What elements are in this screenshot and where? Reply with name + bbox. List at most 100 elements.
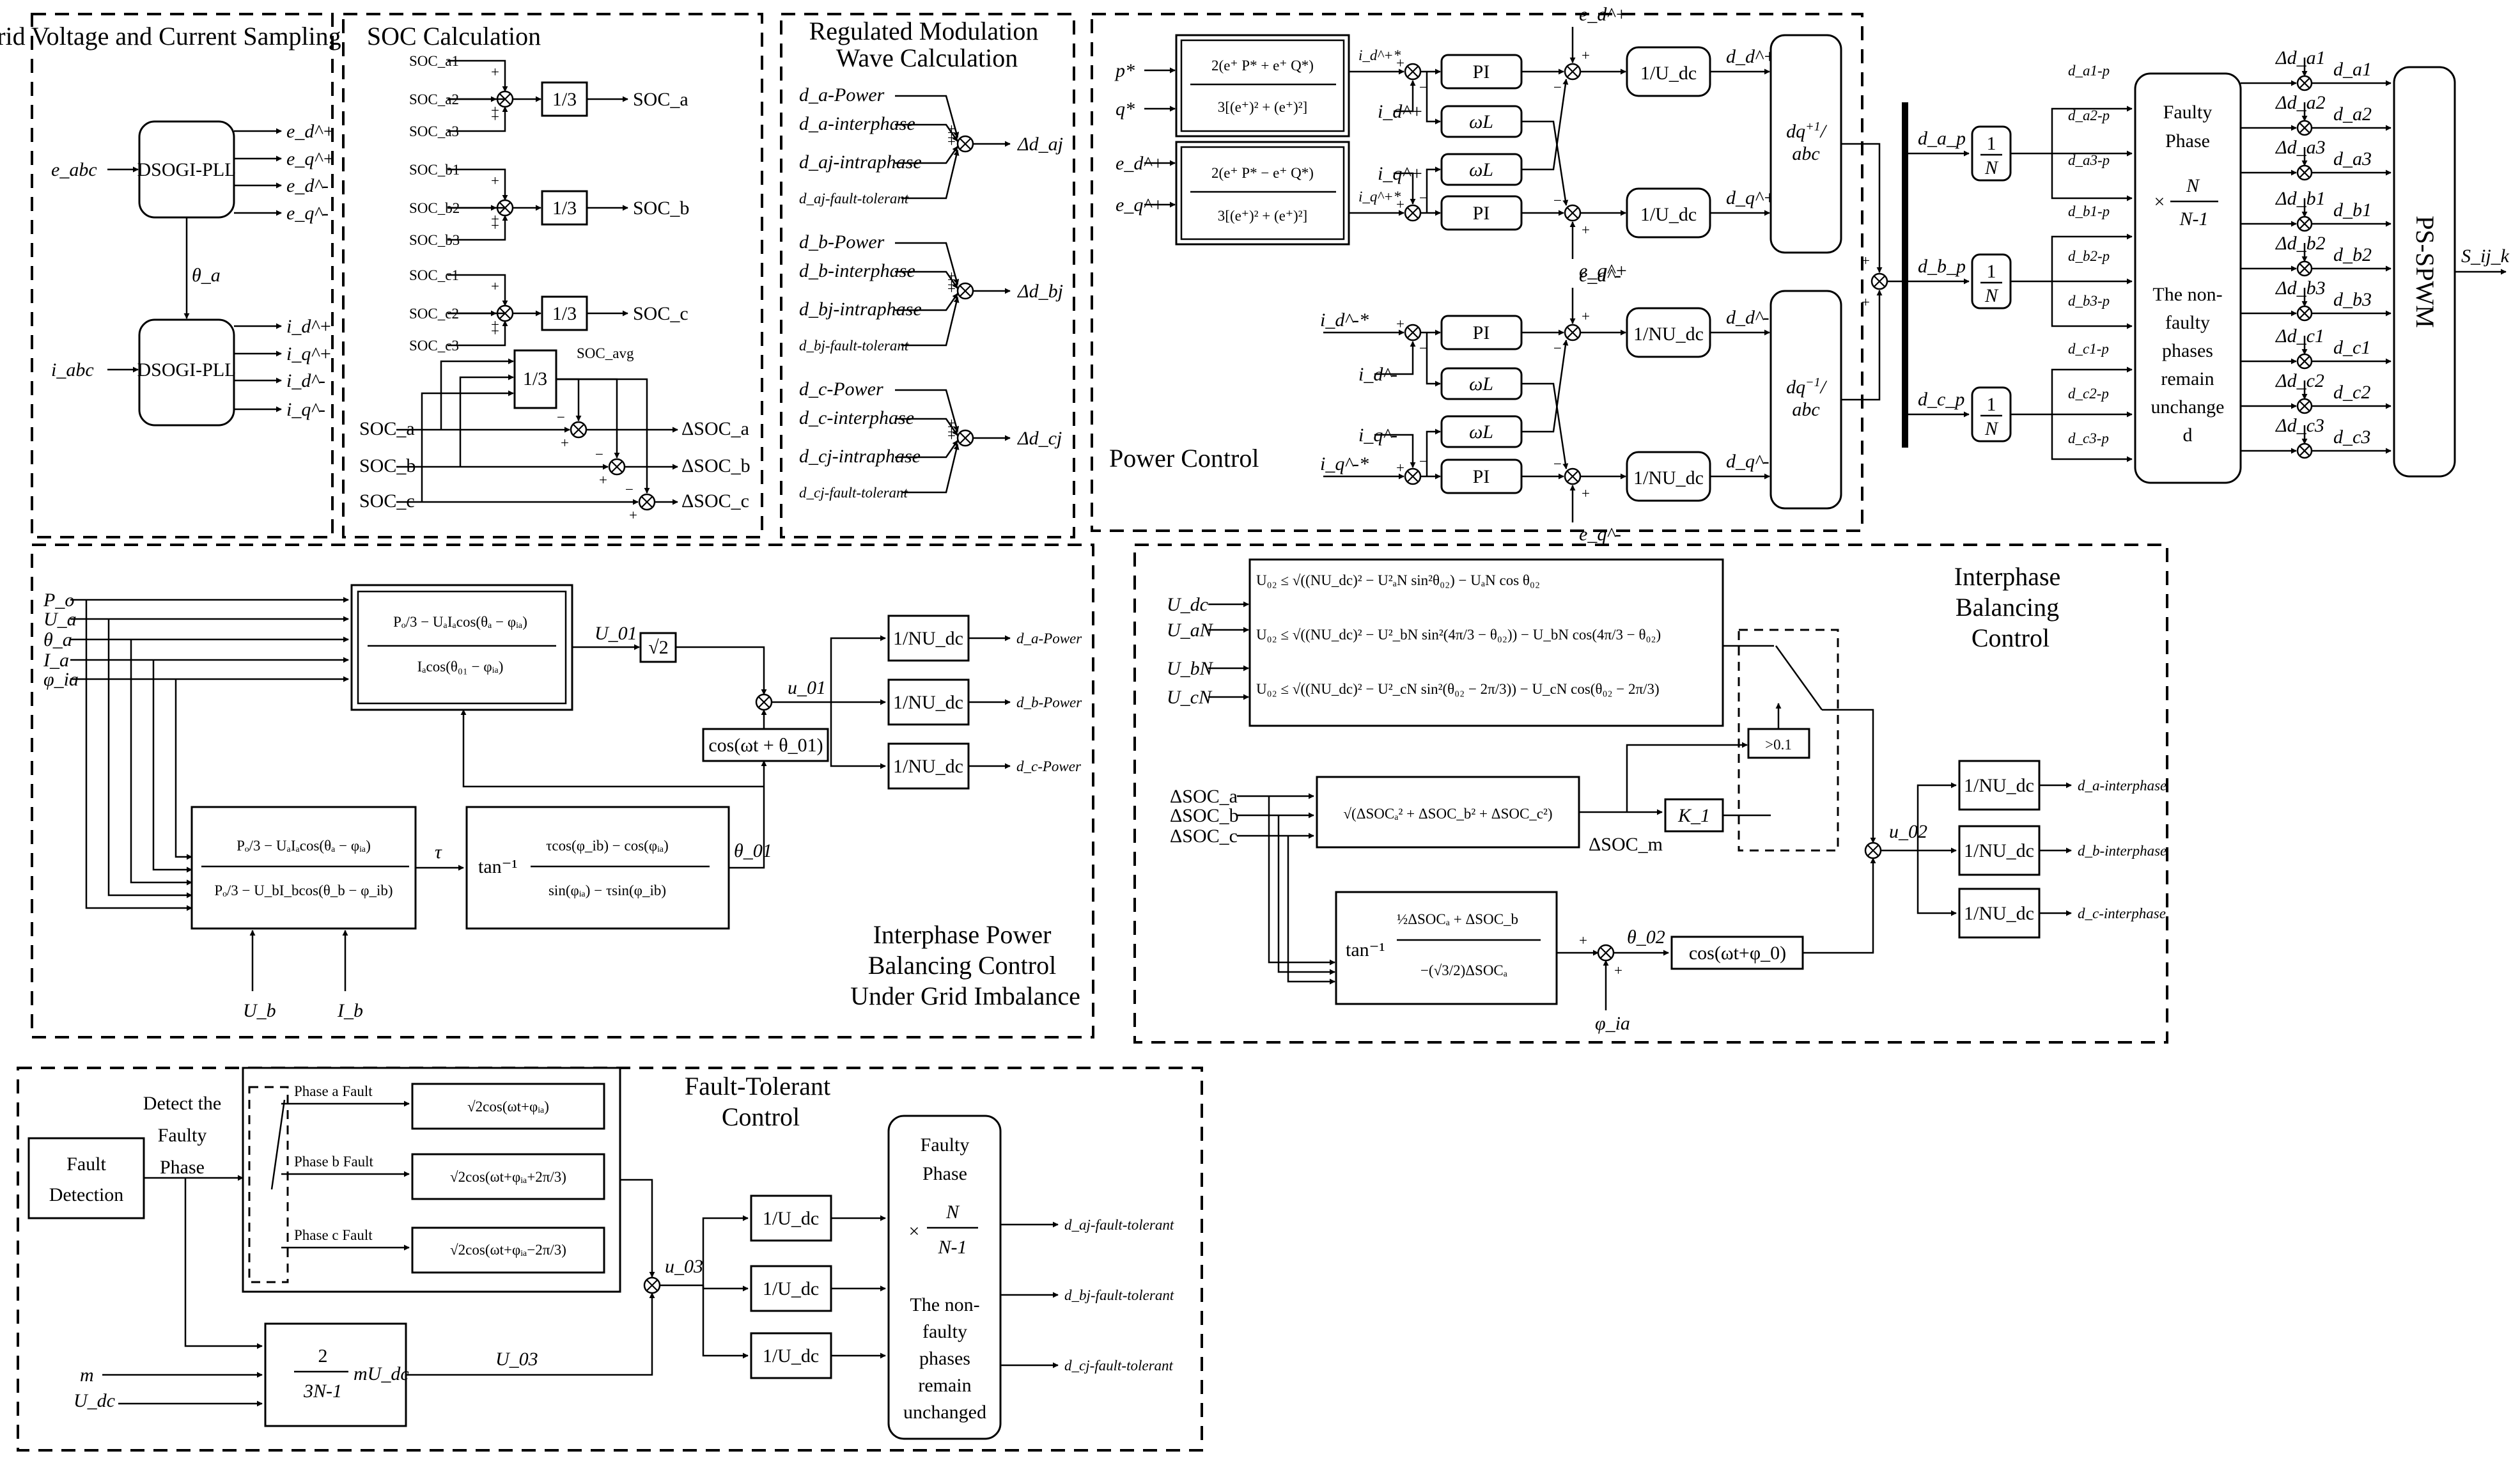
grid-e-outputs: e_d^+e_q^+e_d^-e_q^- bbox=[234, 121, 335, 224]
distribution-delta-label: Δd_a2 bbox=[2275, 92, 2326, 113]
ftc-gain-rest: mU_dc bbox=[354, 1363, 409, 1384]
power-error-junction bbox=[1404, 467, 1422, 485]
regmod-output-label: Δd_bj bbox=[1017, 281, 1063, 302]
ipb-u01-denominator: Iₐcos(θ₀₁ − φᵢₐ) bbox=[417, 659, 504, 675]
ftc-udc-block bbox=[750, 1265, 832, 1312]
ftc-udc-block-label: 1/U_dc bbox=[763, 1345, 819, 1367]
fault-detection-block bbox=[27, 1137, 145, 1219]
ftc-u03-label: u_03 bbox=[665, 1256, 703, 1277]
soc-third-block bbox=[541, 295, 588, 331]
ftc-U03-label: U_03 bbox=[495, 1349, 538, 1370]
svg-text:abc: abc bbox=[1792, 143, 1819, 164]
soc-avg-block-label: 1/3 bbox=[523, 368, 547, 389]
ibc-angle-block bbox=[1335, 891, 1558, 1005]
distribution-output-junction bbox=[2296, 75, 2313, 91]
plus-sign: + bbox=[1582, 308, 1590, 324]
power-dq-output-label: d_q^+ bbox=[1726, 187, 1776, 208]
power-decoupling-junction bbox=[1564, 467, 1582, 485]
regmod-input-label: d_a-Power bbox=[799, 84, 885, 106]
distribution-sum-junction bbox=[1871, 272, 1888, 290]
ftc-ratio-num: N bbox=[945, 1202, 960, 1223]
ibc-condition-formula: U₀₂ ≤ √((NU_dc)² − U²ₐN sin²θ₀₂) − UₐN c… bbox=[1256, 572, 1540, 588]
gain-label: 1/U_dc bbox=[1640, 63, 1697, 84]
interphase-balancing-title: Interphase Balancing Control bbox=[1954, 562, 2067, 652]
section-grid-sampling-frame bbox=[31, 13, 334, 538]
pi-label: PI bbox=[1473, 466, 1490, 487]
phase-fault-signal-block bbox=[411, 1226, 605, 1274]
distribution-phase-label: d_c_p bbox=[1918, 389, 1964, 410]
power-control-title: Power Control bbox=[1109, 444, 1259, 473]
plus-sign: + bbox=[491, 317, 499, 333]
ibc-condition-formula: U₀₂ ≤ √((NU_dc)² − U²_cN sin²(θ₀₂ − 2π/3… bbox=[1256, 681, 1660, 697]
plus-sign: + bbox=[1396, 196, 1404, 212]
ibc-magnitude-block bbox=[1316, 776, 1580, 849]
grid-e-output-label: e_d^+ bbox=[286, 121, 335, 142]
plus-sign: + bbox=[491, 102, 499, 118]
regmod-input-label: d_c-interphase bbox=[799, 407, 914, 428]
plus-sign: + bbox=[1862, 294, 1870, 310]
dsogi-pll-current-label: DSOGI-PLL bbox=[137, 359, 237, 380]
faulty-phase-title: Faulty bbox=[2163, 102, 2213, 123]
power-input-label: p* bbox=[1114, 60, 1135, 81]
ipb-output-label: d_b-Power bbox=[1016, 694, 1082, 710]
power-error-junction bbox=[1404, 324, 1422, 341]
power-error-junction bbox=[1404, 63, 1422, 81]
ibc-theta02-label: θ_02 bbox=[1627, 927, 1665, 948]
ibc-dsoc-label: ΔSOC_c bbox=[1170, 826, 1238, 847]
soc-delta-junction bbox=[570, 421, 587, 439]
ibc-input-label: U_bN bbox=[1167, 658, 1214, 679]
section-soc-calc-frame bbox=[342, 13, 763, 538]
ftc-output-label: d_aj-fault-tolerant bbox=[1064, 1217, 1174, 1233]
faulty-phase-title: Phase bbox=[2165, 130, 2210, 152]
ps-spwm-label: PS-SPWM bbox=[2411, 215, 2439, 328]
ipb-tau-num: Pₒ/3 − UₐIₐcos(θₐ − φᵢₐ) bbox=[237, 838, 371, 854]
power-ref-label: i_d^+* bbox=[1358, 47, 1401, 63]
plus-sign: + bbox=[599, 472, 607, 488]
distribution-delta-label: Δd_c2 bbox=[2275, 370, 2324, 391]
dsogi-pll-voltage-label: DSOGI-PLL bbox=[137, 159, 237, 180]
ibc-output-label: d_b-interphase bbox=[2078, 843, 2166, 859]
ftc-faulty-title: Phase bbox=[922, 1163, 967, 1184]
distribution-output-junction bbox=[2296, 215, 2313, 232]
ipb-input-label: P_o bbox=[43, 590, 74, 611]
power-error-junction bbox=[1404, 204, 1422, 222]
faulty-ratio-den: N-1 bbox=[2179, 208, 2209, 230]
section-interphase-power-frame bbox=[31, 544, 1094, 1038]
pwm-output-label: S_ij_k bbox=[2461, 246, 2510, 267]
plus-sign: + bbox=[947, 277, 956, 293]
regmod-title: Regulated Modulation Wave Calculation bbox=[809, 17, 1045, 72]
ibc-k1-label: K_1 bbox=[1677, 805, 1710, 826]
regmod-sum-junction bbox=[956, 429, 974, 447]
soc-third-block bbox=[541, 81, 588, 117]
soc-phase-input-label: SOC_c bbox=[359, 490, 415, 512]
distribution-output-junction bbox=[2296, 260, 2313, 277]
faulty-nonfaulty-text: The non- bbox=[2152, 284, 2222, 305]
plus-sign: + bbox=[947, 130, 956, 146]
distribution-output-label: d_c2 bbox=[2333, 382, 2370, 403]
power-feedforward-label: e_q^+ bbox=[1579, 260, 1628, 281]
ipb-cos-block bbox=[702, 728, 829, 762]
inverse-n-den: N bbox=[1984, 157, 1999, 178]
soc-delta-label: ΔSOC_c bbox=[681, 490, 749, 512]
distribution-output-junction bbox=[2296, 164, 2313, 181]
ibc-switch-region bbox=[1738, 629, 1839, 852]
ipb-cos-label: cos(ωt + θ_01) bbox=[708, 735, 823, 756]
power-ref-formula-q-num: 2(e⁺ P* − e⁺ Q*) bbox=[1211, 165, 1314, 181]
ipb-sqrt2-block bbox=[639, 632, 677, 663]
ibc-dsoc-label: ΔSOC_b bbox=[1170, 805, 1239, 826]
detect-phase-label: Faulty bbox=[158, 1125, 207, 1146]
grid-i-outputs: i_d^+i_q^+i_d^-i_q^- bbox=[234, 316, 332, 420]
plus-sign: + bbox=[947, 424, 956, 440]
ibc-multiplier bbox=[1864, 842, 1882, 859]
ibc-input-label: U_aN bbox=[1167, 620, 1214, 641]
ftc-nonfaulty-text: phases bbox=[919, 1348, 970, 1369]
ipb-multiplier bbox=[755, 693, 773, 711]
plus-sign: + bbox=[1582, 47, 1590, 63]
distribution-dp-label: d_b3-p bbox=[2068, 293, 2110, 309]
plus-sign: + bbox=[947, 281, 956, 297]
minus-sign: − bbox=[1419, 190, 1427, 206]
phase-fault-signal-block bbox=[411, 1083, 605, 1130]
